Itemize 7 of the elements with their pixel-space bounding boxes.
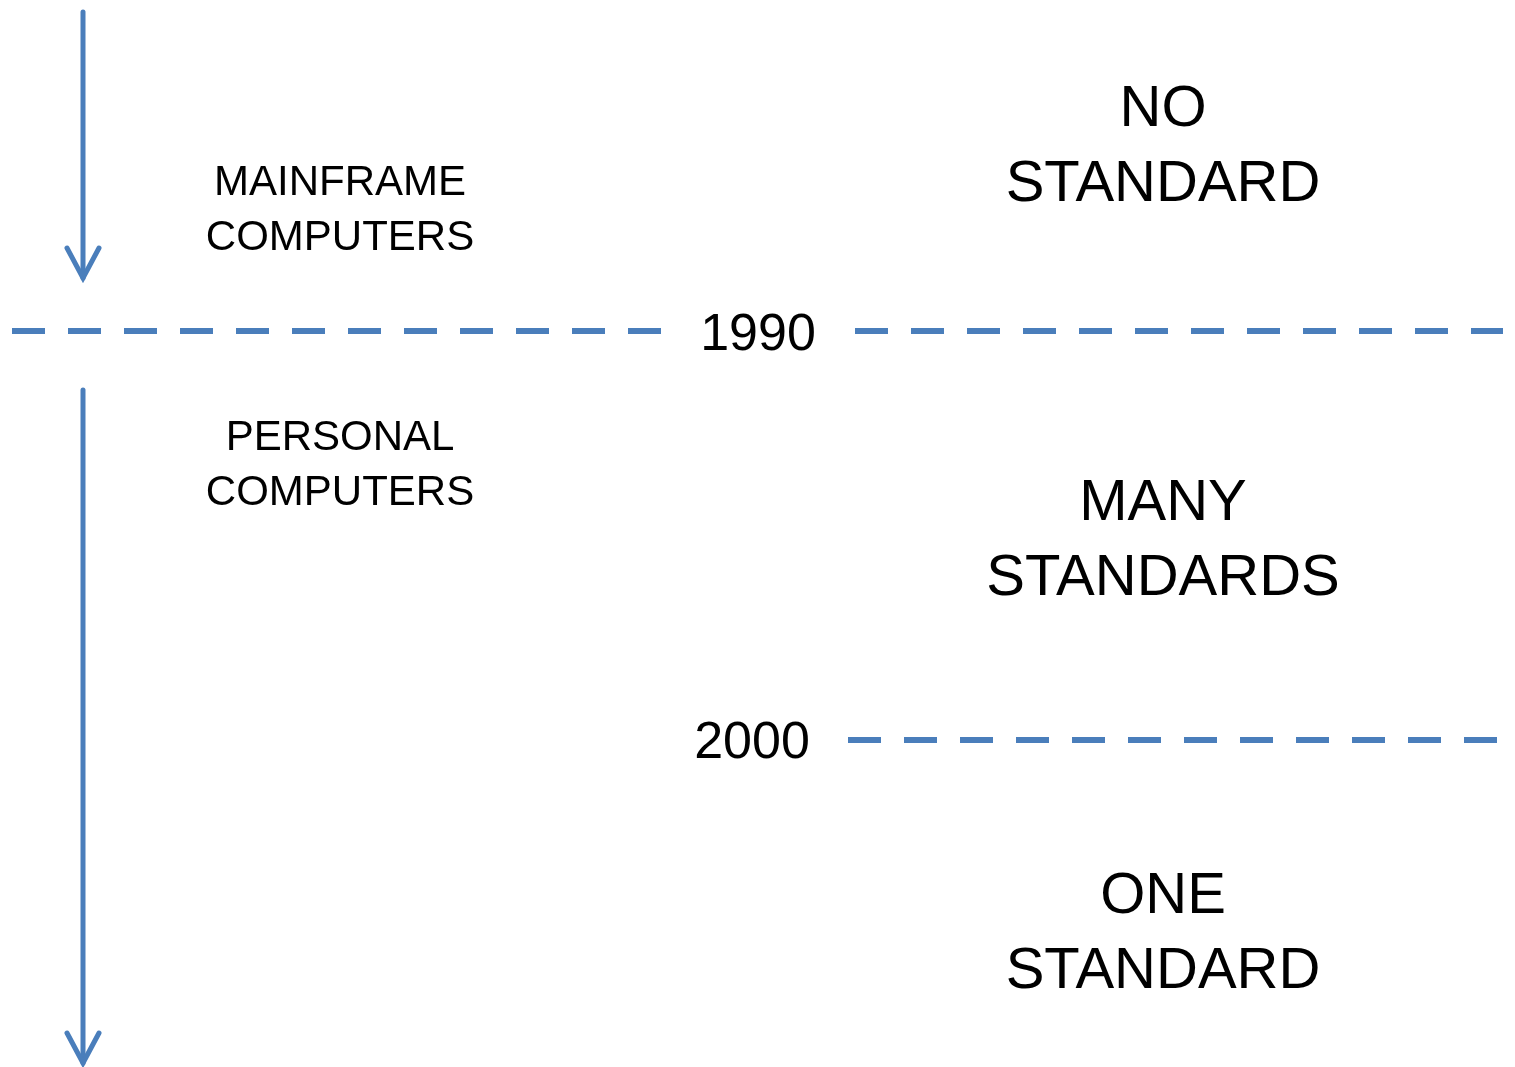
year-label: 1990 bbox=[700, 302, 816, 364]
era-label: MANY STANDARDS bbox=[986, 465, 1340, 609]
era-label: PERSONAL COMPUTERS bbox=[204, 411, 476, 516]
era-label: NO STANDARD bbox=[1004, 71, 1322, 215]
era-label: ONE STANDARD bbox=[1004, 858, 1322, 1002]
era-label: MAINFRAME COMPUTERS bbox=[204, 156, 476, 261]
year-label: 2000 bbox=[694, 710, 810, 772]
